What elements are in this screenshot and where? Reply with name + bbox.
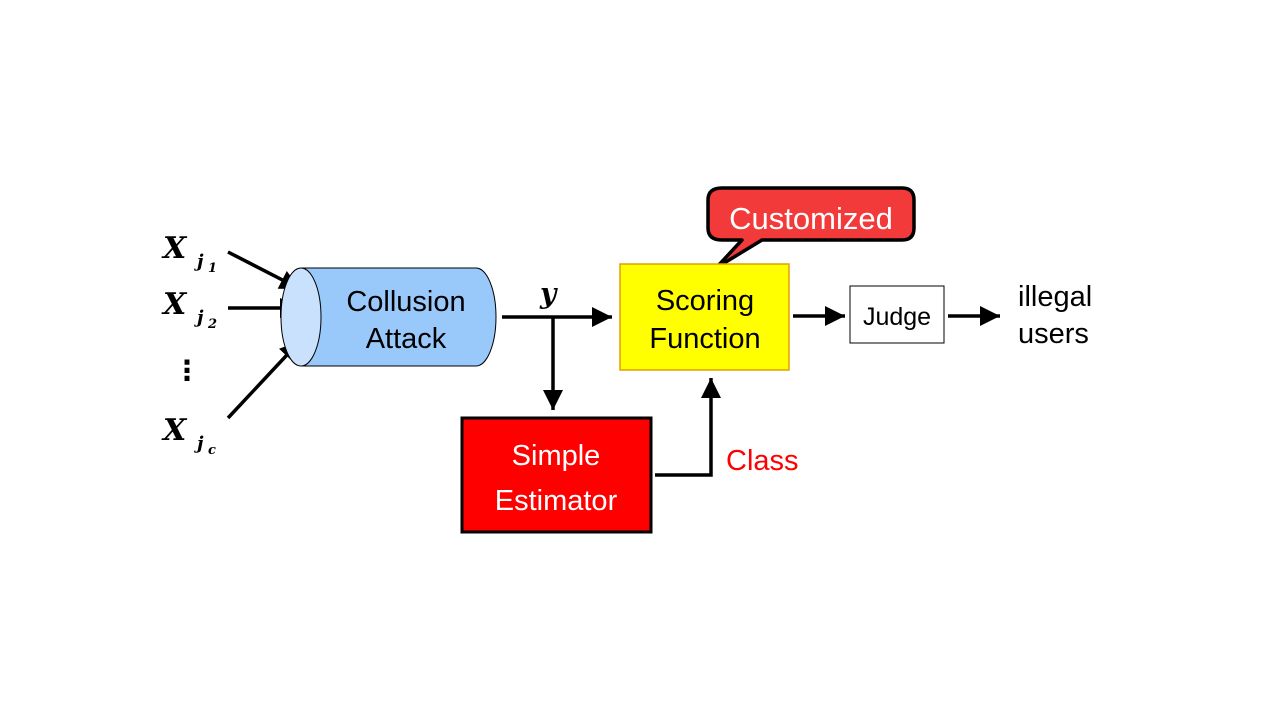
input-xjc-base: X [161, 413, 188, 448]
estimator-label-line1: Simple [512, 440, 601, 472]
customized-callout: Customized [706, 186, 916, 270]
input-xjc-sub: j [194, 433, 204, 454]
judge-label: Judge [863, 303, 931, 331]
callout-bubble [706, 186, 916, 270]
input-xj2-sub: j [194, 307, 204, 328]
input-xj1-subsub: 1 [208, 261, 217, 276]
collusion-label-line1: Collusion [346, 286, 465, 318]
input-ellipsis: ⋮ [173, 355, 201, 386]
output-label-line1: illegal [1018, 281, 1092, 313]
judge-box [849, 285, 945, 344]
scoring-label-line1: Scoring [656, 285, 754, 317]
input-xj2-base: X [161, 287, 188, 322]
signal-y-label: y [539, 277, 558, 310]
collusion-cylinder-body [300, 267, 497, 367]
scoring-box [619, 263, 790, 371]
collusion-cylinder-face [280, 267, 322, 367]
input-label-xj2: X j 2 [161, 287, 217, 332]
simple-estimator-block: Simple Estimator [460, 416, 653, 534]
collusion-label-line2: Attack [366, 323, 447, 355]
input-xj1-base: X [161, 231, 188, 266]
input-xj1-sub: j [194, 251, 204, 272]
input-label-xjc: X j c [161, 413, 216, 458]
callout-text: Customized [729, 201, 893, 236]
output-label-line2: users [1018, 318, 1089, 350]
estimator-label-line2: Estimator [495, 485, 618, 517]
class-label: Class [726, 445, 799, 477]
arrow-class-feedback [655, 378, 721, 477]
input-xj2-subsub: 2 [207, 317, 217, 332]
judge-block: Judge [849, 285, 945, 344]
input-label-xj1: X j 1 [161, 231, 217, 276]
scoring-label-line2: Function [649, 323, 760, 355]
collusion-attack-block: Collusion Attack [280, 267, 497, 367]
estimator-box [460, 416, 653, 534]
scoring-function-block: Scoring Function [619, 263, 790, 371]
input-xjc-subsub: c [208, 443, 216, 458]
